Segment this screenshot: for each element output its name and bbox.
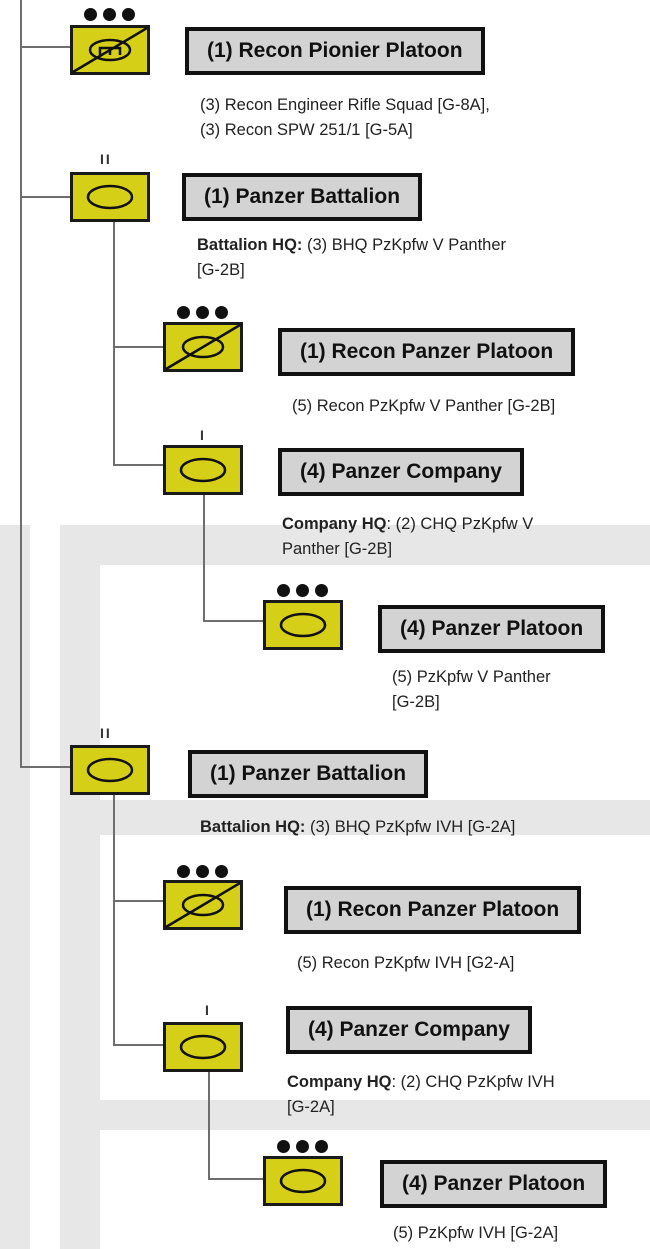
connector-line xyxy=(208,1070,210,1180)
composition-line: (5) Recon PzKpfw V Panther [G-2B] xyxy=(292,397,556,415)
platoon-echelon-marker xyxy=(177,306,228,319)
connector-line xyxy=(113,1044,163,1046)
platoon-echelon-marker xyxy=(84,8,135,21)
armor-symbol xyxy=(70,745,150,795)
unit-title: (1) Panzer Battalion xyxy=(182,173,423,221)
unit-title: (4) Panzer Company xyxy=(278,448,524,496)
connector-line xyxy=(20,766,70,768)
armor-recon-symbol xyxy=(163,322,243,372)
connector-line xyxy=(20,46,70,48)
platoon-echelon-marker xyxy=(177,865,228,878)
company-echelon-marker: I xyxy=(205,1002,211,1018)
composition-line: (3) Recon Engineer Rifle Squad [G-8A], xyxy=(200,96,490,114)
connector-line xyxy=(113,346,163,348)
unit-title: (4) Panzer Platoon xyxy=(378,605,606,653)
armor-recon-symbol xyxy=(163,880,243,930)
composition-line: [G-2B] xyxy=(392,693,440,711)
unit-hq-details: Company HQ: (2) CHQ PzKpfw IVH [G-2A] xyxy=(287,1070,555,1120)
connector-line xyxy=(113,792,115,1046)
armor-symbol xyxy=(70,172,150,222)
armor-symbol xyxy=(263,1156,343,1206)
unit-title: (1) Recon Panzer Platoon xyxy=(284,886,582,934)
platoon-echelon-marker xyxy=(277,584,328,597)
hq-text-continued: [G-2A] xyxy=(287,1098,335,1116)
unit-composition: (3) Recon Engineer Rifle Squad [G-8A], (… xyxy=(200,93,490,143)
composition-line: (5) PzKpfw V Panther xyxy=(392,668,551,686)
background-band xyxy=(100,800,650,835)
background-band xyxy=(60,525,100,1249)
hq-text: (3) BHQ PzKpfw IVH [G-2A] xyxy=(305,818,516,836)
unit-title: (1) Recon Panzer Platoon xyxy=(278,328,576,376)
hq-text-continued: [G-2B] xyxy=(197,261,245,279)
armor-symbol xyxy=(263,600,343,650)
background-band xyxy=(60,525,650,565)
composition-line: (3) Recon SPW 251/1 [G-5A] xyxy=(200,121,413,139)
unit-hq-details: Battalion HQ: (3) BHQ PzKpfw V Panther [… xyxy=(197,233,506,283)
company-echelon-marker: I xyxy=(200,427,206,443)
hq-label: Battalion HQ: xyxy=(200,818,306,836)
hq-text: (3) BHQ PzKpfw V Panther xyxy=(302,236,506,254)
hq-label: Battalion HQ: xyxy=(197,236,303,254)
connector-line xyxy=(208,1178,263,1180)
armor-symbol xyxy=(163,1022,243,1072)
unit-title: (4) Panzer Company xyxy=(286,1006,532,1054)
unit-composition: (5) PzKpfw IVH [G-2A] xyxy=(393,1221,558,1246)
hq-label: Company HQ xyxy=(282,515,387,533)
connector-line xyxy=(203,620,263,622)
hq-text-continued: Panther [G-2B] xyxy=(282,540,393,558)
connector-line xyxy=(20,0,22,768)
unit-title: (4) Panzer Platoon xyxy=(380,1160,608,1208)
hq-label: Company HQ xyxy=(287,1073,392,1091)
connector-line xyxy=(113,222,115,466)
unit-composition: (5) Recon PzKpfw IVH [G2-A] xyxy=(297,951,514,976)
engineer-recon-symbol xyxy=(70,25,150,75)
composition-line: (5) Recon PzKpfw IVH [G2-A] xyxy=(297,954,515,972)
hq-text: : (2) CHQ PzKpfw IVH xyxy=(391,1073,555,1091)
unit-title: (1) Panzer Battalion xyxy=(188,750,429,798)
background-band xyxy=(100,1100,650,1130)
battalion-echelon-marker: II xyxy=(100,151,112,167)
armor-symbol xyxy=(163,445,243,495)
unit-hq-details: Battalion HQ: (3) BHQ PzKpfw IVH [G-2A] xyxy=(200,815,515,840)
unit-title: (1) Recon Pionier Platoon xyxy=(185,27,485,75)
connector-line xyxy=(113,464,163,466)
connector-line xyxy=(203,490,205,622)
platoon-echelon-marker xyxy=(277,1140,328,1153)
unit-hq-details: Company HQ: (2) CHQ PzKpfw V Panther [G-… xyxy=(282,512,533,562)
unit-composition: (5) PzKpfw V Panther [G-2B] xyxy=(392,665,551,715)
connector-line xyxy=(20,196,70,198)
hq-text: : (2) CHQ PzKpfw V xyxy=(386,515,534,533)
connector-line xyxy=(113,900,163,902)
battalion-echelon-marker: II xyxy=(100,725,112,741)
background-band xyxy=(0,525,30,1249)
composition-line: (5) PzKpfw IVH [G-2A] xyxy=(393,1224,559,1242)
unit-composition: (5) Recon PzKpfw V Panther [G-2B] xyxy=(292,394,555,419)
